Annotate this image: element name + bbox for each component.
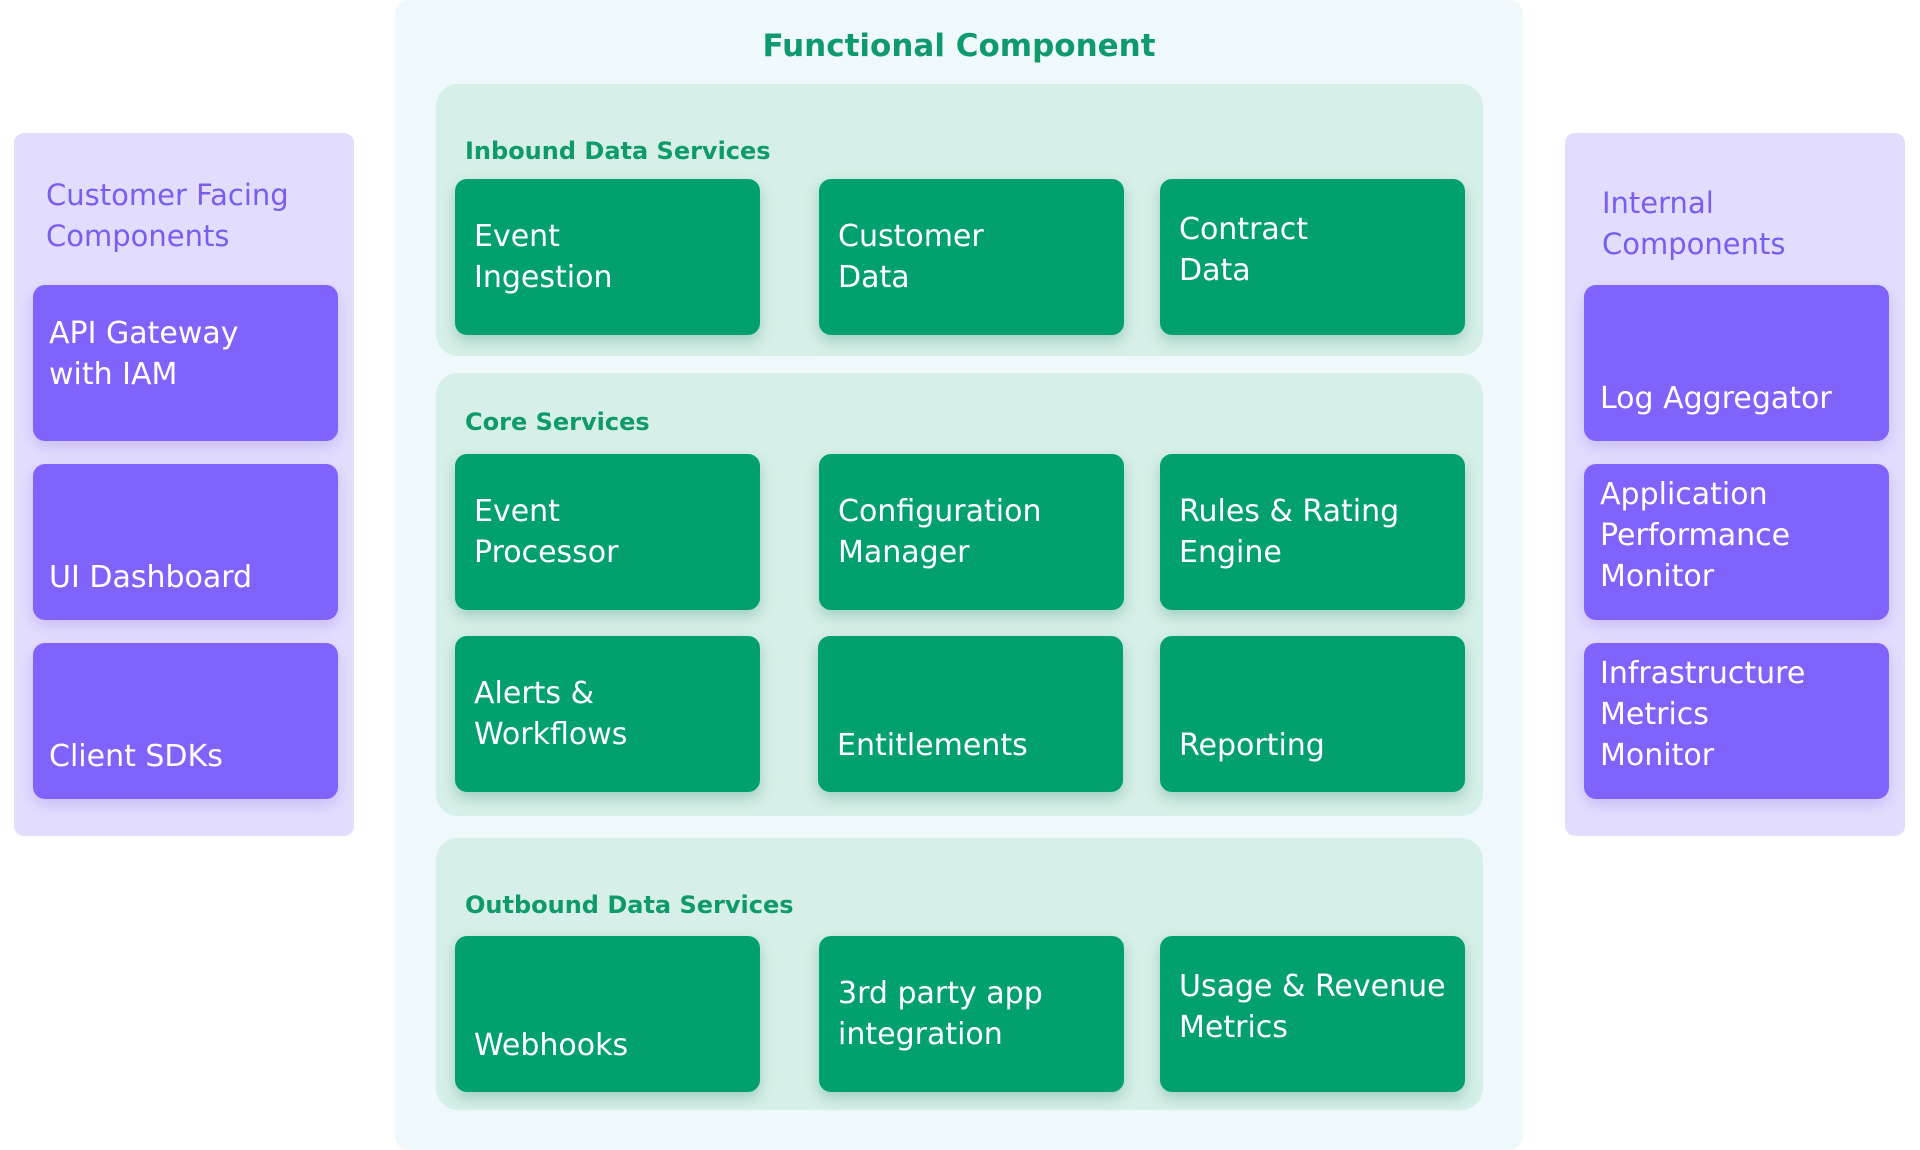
configuration-manager-card: Configuration Manager	[819, 454, 1124, 610]
ui-dashboard-card: UI Dashboard	[33, 464, 338, 620]
third-party-integration-card: 3rd party app integration	[819, 936, 1124, 1092]
client-sdks-label: Client SDKs	[49, 739, 223, 774]
customer-data-card: Customer Data	[819, 179, 1124, 335]
event-processor-card: Event Processor	[455, 454, 760, 610]
infra-metrics-card: Infrastructure Metrics Monitor	[1584, 643, 1889, 799]
apm-label: Application Performance Monitor	[1600, 477, 1791, 594]
event-ingestion-label: Event Ingestion	[474, 219, 613, 295]
customer-facing-title: Customer Facing Components	[46, 178, 289, 253]
webhooks-card: Webhooks	[455, 936, 760, 1092]
entitlements-label: Entitlements	[837, 728, 1028, 763]
core-group-title: Core Services	[465, 408, 650, 436]
rules-rating-engine-card: Rules & Rating Engine	[1160, 454, 1465, 610]
contract-data-card: Contract Data	[1160, 179, 1465, 335]
log-aggregator-card: Log Aggregator	[1584, 285, 1889, 441]
event-processor-label: Event Processor	[474, 494, 619, 570]
infra-metrics-label: Infrastructure Metrics Monitor	[1600, 656, 1806, 773]
event-ingestion-card: Event Ingestion	[455, 179, 760, 335]
customer-data-label: Customer Data	[838, 219, 984, 295]
usage-revenue-metrics-label: Usage & Revenue Metrics	[1179, 969, 1446, 1045]
contract-data-label: Contract Data	[1179, 212, 1309, 288]
entitlements-card: Entitlements	[818, 636, 1123, 792]
ui-dashboard-label: UI Dashboard	[49, 560, 253, 595]
reporting-card: Reporting	[1160, 636, 1465, 792]
log-aggregator-label: Log Aggregator	[1600, 381, 1832, 416]
inbound-group-title: Inbound Data Services	[465, 137, 771, 165]
api-gateway-label: API Gateway with IAM	[49, 316, 239, 392]
rules-rating-engine-label: Rules & Rating Engine	[1179, 494, 1400, 570]
webhooks-label: Webhooks	[474, 1028, 629, 1063]
internal-title: Internal Components	[1602, 186, 1786, 261]
api-gateway-card: API Gateway with IAM	[33, 285, 338, 441]
alerts-workflows-card: Alerts & Workflows	[455, 636, 760, 792]
third-party-integration-label: 3rd party app integration	[838, 976, 1043, 1052]
functional-title: Functional Component	[762, 28, 1156, 64]
apm-card: Application Performance Monitor	[1584, 464, 1889, 620]
outbound-group-title: Outbound Data Services	[465, 891, 794, 919]
alerts-workflows-label: Alerts & Workflows	[474, 676, 628, 752]
configuration-manager-label: Configuration Manager	[838, 494, 1042, 570]
reporting-label: Reporting	[1179, 728, 1325, 763]
client-sdks-card: Client SDKs	[33, 643, 338, 799]
usage-revenue-metrics-card: Usage & Revenue Metrics	[1160, 936, 1465, 1092]
